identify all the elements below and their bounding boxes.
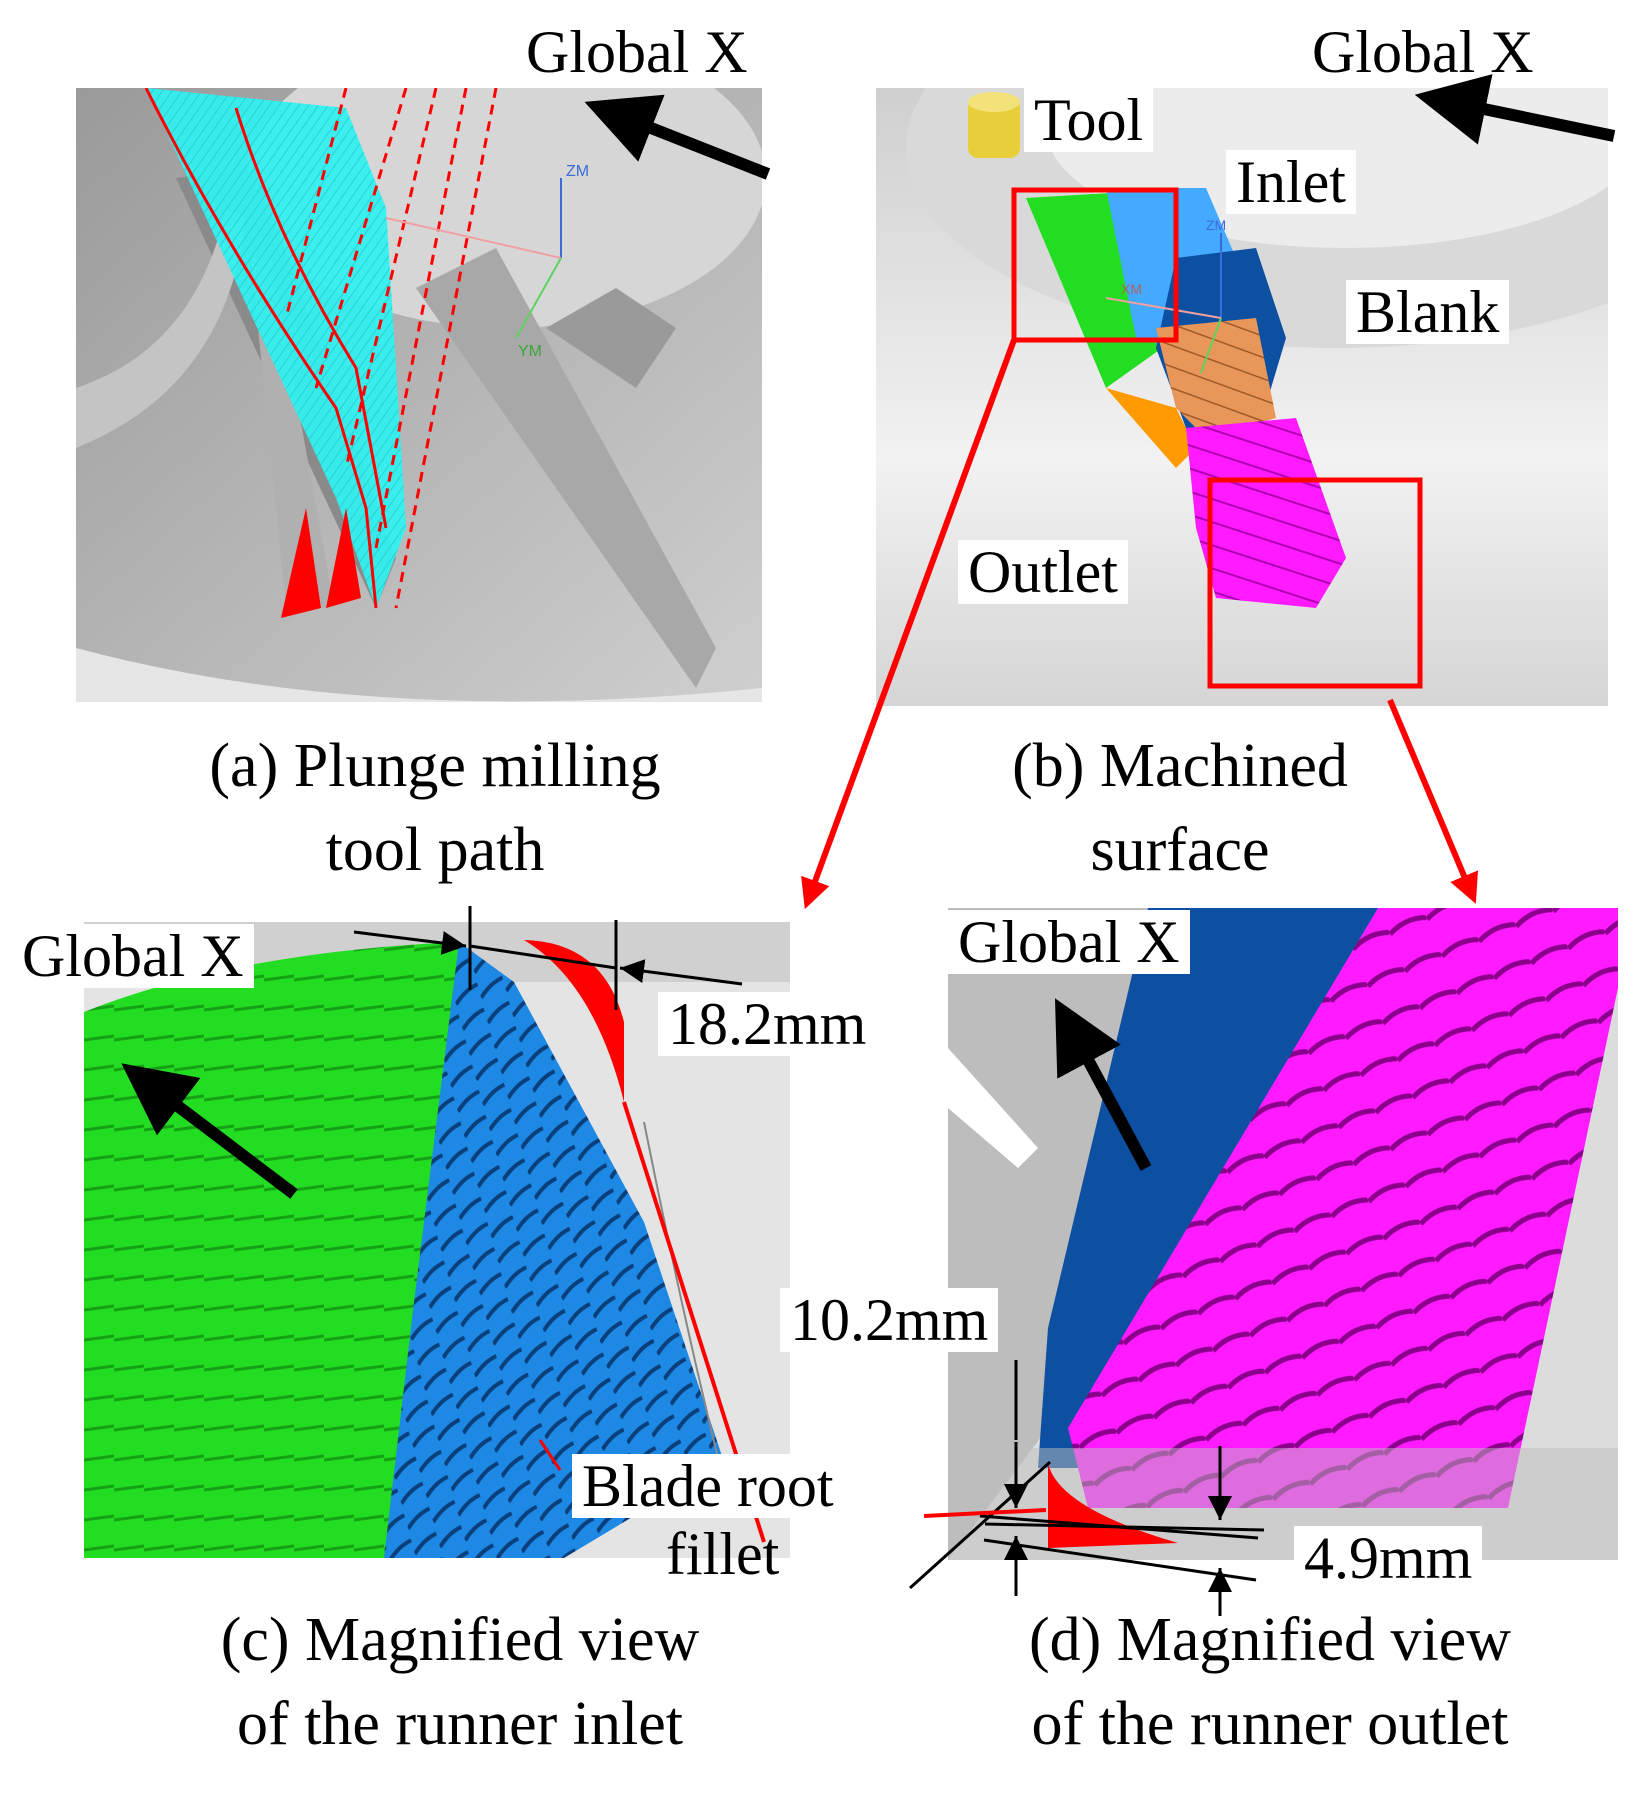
dimension-4-9-label: 4.9mm xyxy=(1294,1526,1483,1590)
inlet-label: Inlet xyxy=(1226,150,1356,214)
fillet-label-line2: fillet xyxy=(666,1521,780,1587)
inlet-zoom-box xyxy=(1011,187,1179,343)
fillet-label-line1: Blade root xyxy=(572,1454,844,1518)
global-x-label-b: Global X xyxy=(1312,19,1534,85)
axis-ym-label: YM xyxy=(518,343,542,360)
caption-c-line2: of the runner inlet xyxy=(237,1690,683,1758)
global-x-label-c: Global X xyxy=(12,924,254,988)
panel-d-image xyxy=(948,908,1618,1560)
caption-b-line1: (b) Machined xyxy=(1012,732,1348,800)
caption-a-line1: (a) Plunge milling xyxy=(209,732,661,800)
caption-d: (d) Magnified view of the runner outlet xyxy=(900,1598,1640,1766)
caption-c: (c) Magnified view of the runner inlet xyxy=(100,1598,820,1766)
outlet-label: Outlet xyxy=(958,540,1128,604)
caption-c-line1: (c) Magnified view xyxy=(220,1606,700,1674)
tool-label: Tool xyxy=(1024,88,1154,152)
axis-xm-label-b: XM xyxy=(1121,281,1142,297)
outlet-zoom-box xyxy=(1207,477,1423,689)
caption-b-line2: surface xyxy=(1090,816,1270,884)
global-x-label-d: Global X xyxy=(948,910,1190,974)
axis-zm-label: ZM xyxy=(566,163,589,180)
caption-d-line1: (d) Magnified view xyxy=(1028,1606,1512,1674)
caption-d-line2: of the runner outlet xyxy=(1031,1690,1509,1758)
global-x-label-a: Global X xyxy=(526,19,748,85)
dimension-18-2-label: 18.2mm xyxy=(658,992,877,1056)
blank-label: Blank xyxy=(1346,280,1510,344)
dimension-10-2-label: 10.2mm xyxy=(780,1288,999,1352)
panel-a-image: ZM YM xyxy=(76,88,762,702)
caption-a: (a) Plunge milling tool path xyxy=(90,724,780,892)
caption-a-line2: tool path xyxy=(325,816,545,884)
axis-zm-label-b: ZM xyxy=(1206,217,1226,233)
caption-b: (b) Machined surface xyxy=(880,724,1480,892)
